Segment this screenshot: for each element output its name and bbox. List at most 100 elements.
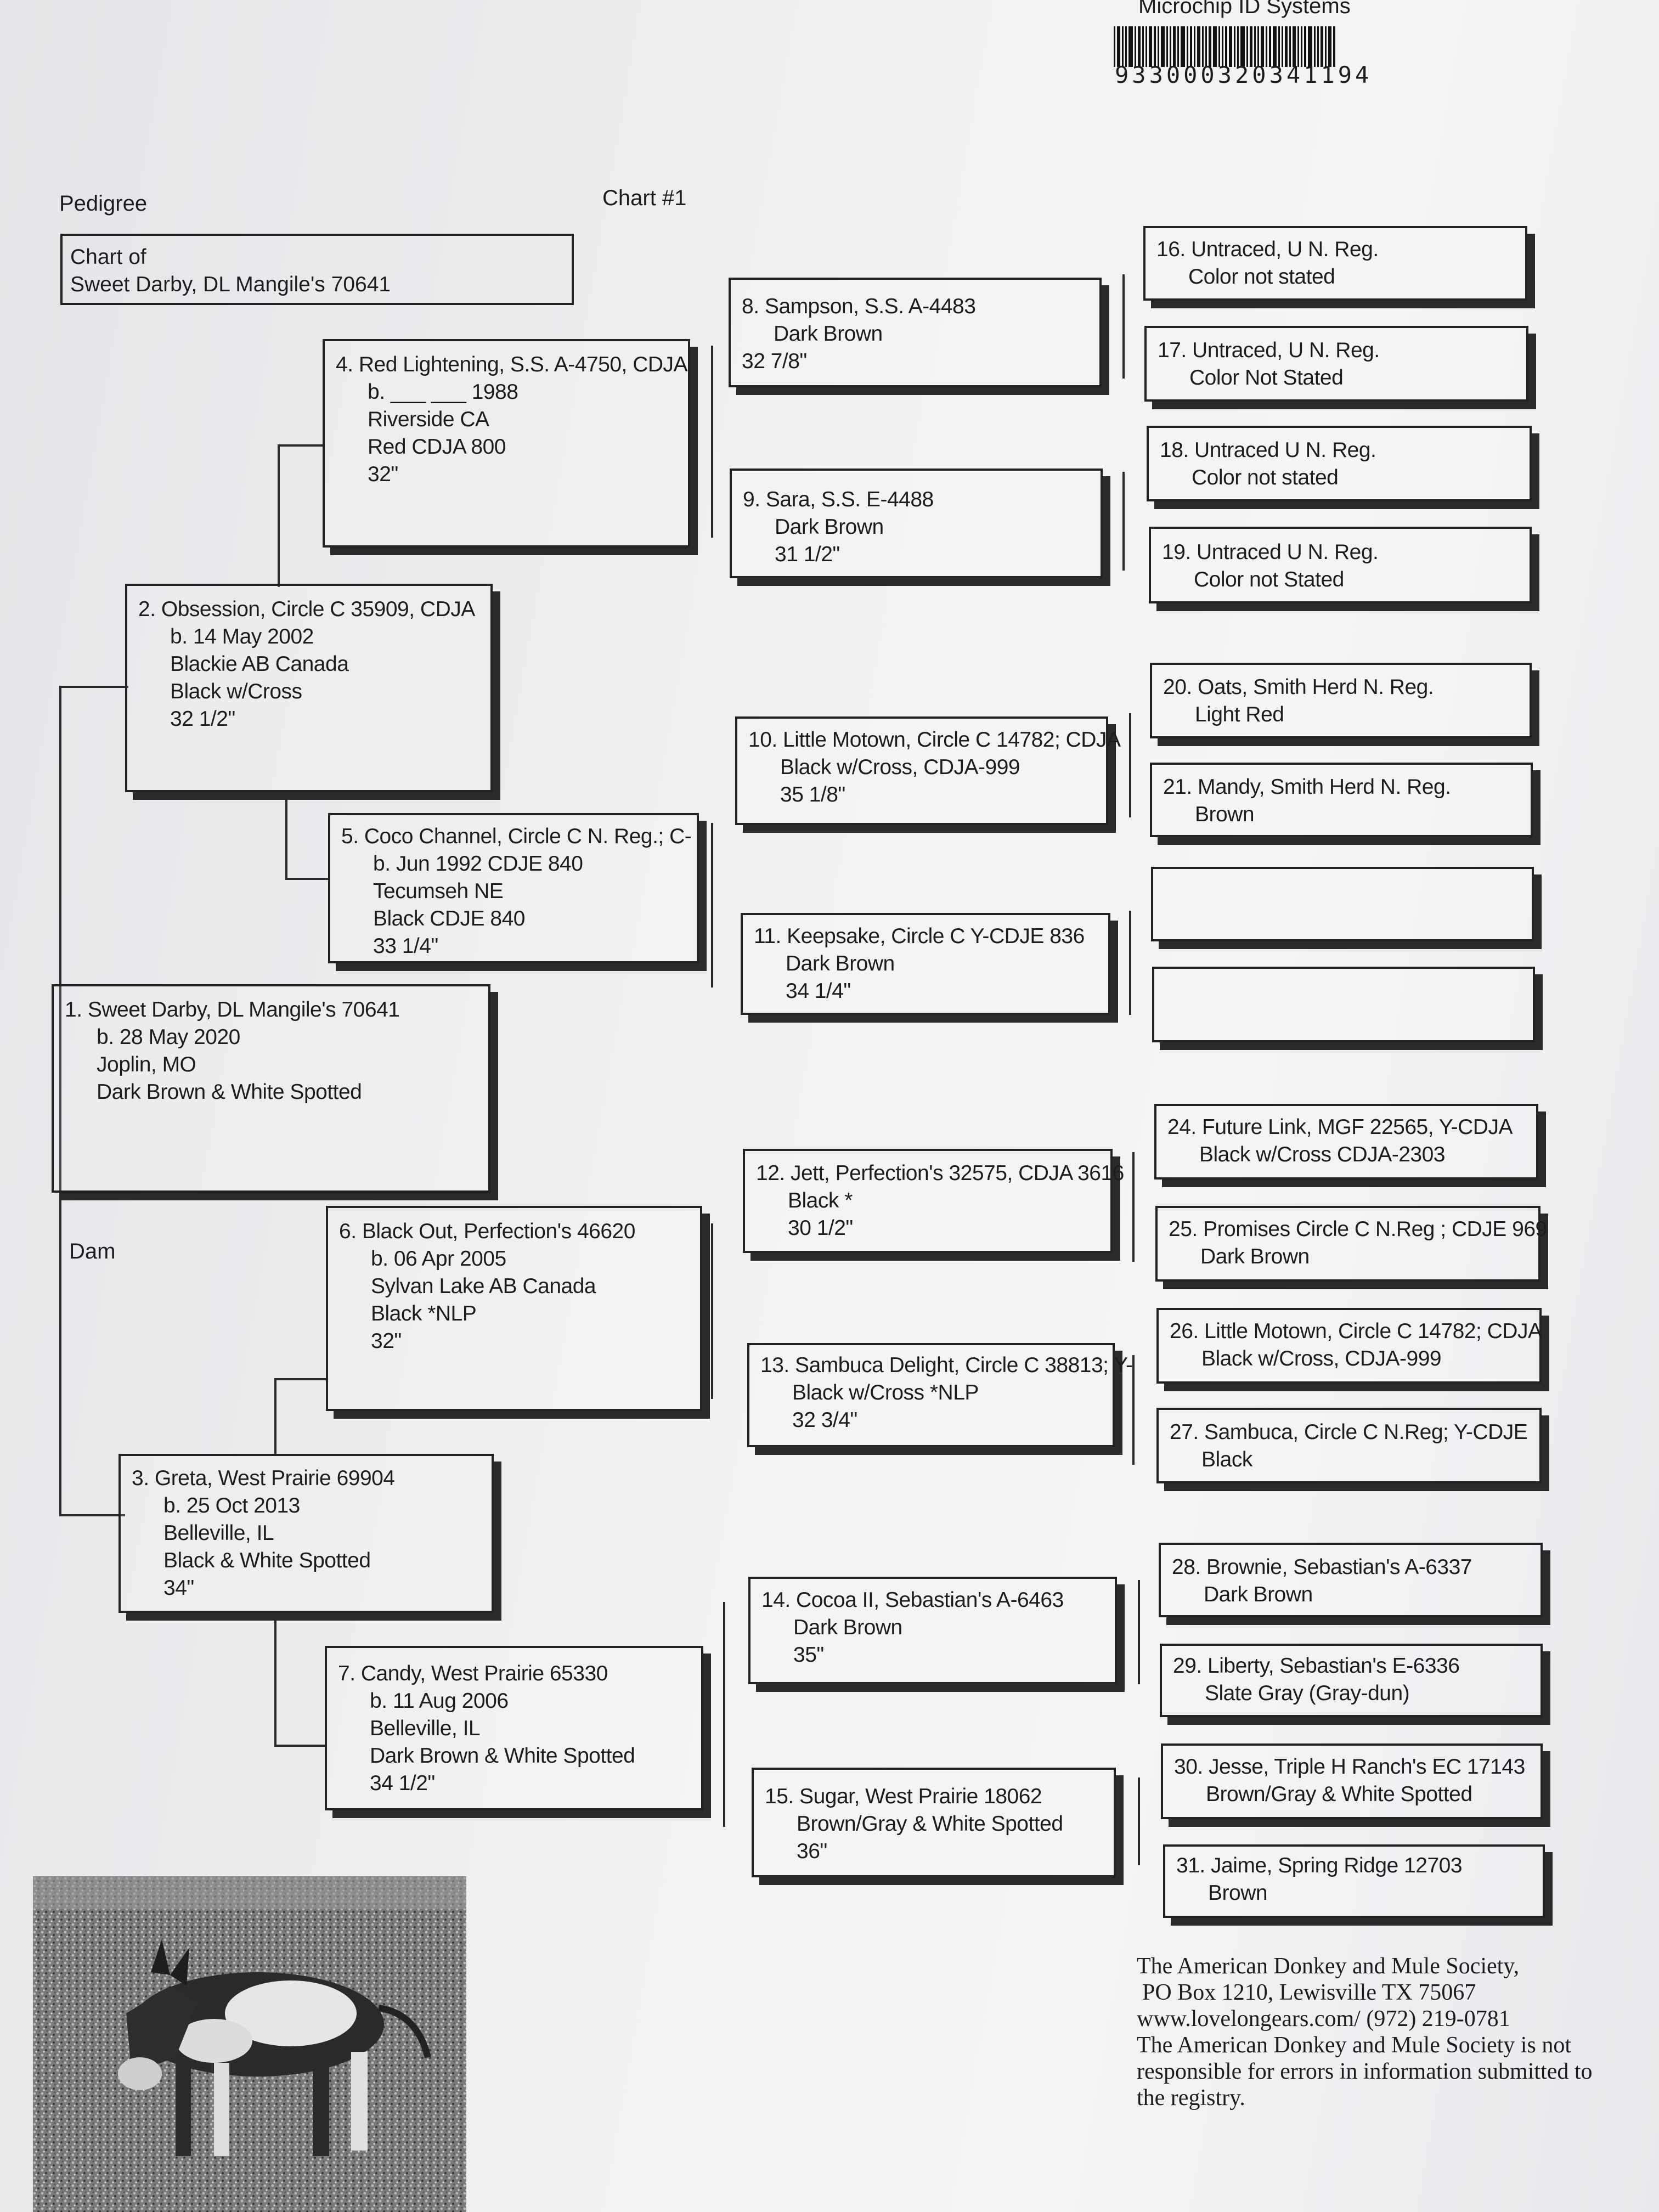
animal-name: 3. Greta, West Prairie 69904	[132, 1466, 395, 1490]
barcode-number: 933000320341194	[1115, 61, 1373, 88]
animal-5-box: 5. Coco Channel, Circle C N. Reg.; C- b.…	[328, 813, 699, 963]
animal-color: Light Red	[1195, 703, 1284, 726]
barcode-bar	[1273, 26, 1277, 67]
footer-line: The American Donkey and Mule Society,	[1137, 1954, 1520, 1979]
barcode-bar	[1149, 26, 1152, 67]
connector-line	[274, 1745, 327, 1747]
animal-12-box: 12. Jett, Perfection's 32575, CDJA 3616 …	[743, 1149, 1124, 1253]
animal-height: 30 1/2"	[788, 1216, 853, 1240]
animal-color: Black w/Cross *NLP	[792, 1381, 979, 1404]
animal-name: 18. Untraced U N. Reg.	[1160, 438, 1376, 462]
animal-18-box: 18. Untraced U N. Reg. Color not stated	[1147, 426, 1532, 501]
animal-27-box: 27. Sambuca, Circle C N.Reg; Y-CDJE Blac…	[1156, 1408, 1542, 1483]
animal-30-box: 30. Jesse, Triple H Ranch's EC 17143 Bro…	[1161, 1743, 1543, 1819]
barcode-bar	[1161, 26, 1165, 67]
barcode-bar	[1173, 26, 1176, 67]
barcode-bar	[1325, 26, 1327, 67]
animal-24-box: 24. Future Link, MGF 22565, Y-CDJA Black…	[1154, 1104, 1538, 1180]
animal-25-box: 25. Promises Circle C N.Reg ; CDJE 969 D…	[1155, 1206, 1547, 1282]
animal-8-box: 8. Sampson, S.S. A-4483 Dark Brown 32 7/…	[729, 278, 1102, 387]
footer-line: the registry.	[1137, 2085, 1245, 2111]
barcode-bar	[1333, 26, 1335, 67]
animal-color: Dark Brown	[775, 515, 884, 539]
animal-7-box: 7. Candy, West Prairie 65330 b. 11 Aug 2…	[325, 1646, 703, 1810]
barcode-bar	[1250, 26, 1252, 67]
animal-color: Black w/Cross CDJA-2303	[1199, 1143, 1445, 1166]
barcode-bar	[1197, 26, 1200, 67]
donkey-photo	[33, 1876, 466, 2212]
barcode-bar	[1328, 26, 1331, 67]
animal-height: 35"	[793, 1643, 824, 1667]
connector-line	[278, 444, 324, 447]
connector-line	[1132, 1355, 1135, 1465]
animal-6-box: 6. Black Out, Perfection's 46620 b. 06 A…	[326, 1206, 702, 1411]
barcode-bar	[1257, 26, 1259, 67]
barcode-bar	[1321, 26, 1323, 67]
animal-name: 17. Untraced, U N. Reg.	[1158, 338, 1380, 362]
barcode-bar	[1135, 26, 1136, 67]
connector-line	[1132, 1152, 1135, 1262]
animal-26-box: 26. Little Motown, Circle C 14782; CDJA …	[1156, 1308, 1542, 1384]
animal-name: 21. Mandy, Smith Herd N. Reg.	[1163, 775, 1451, 799]
animal-color: Color not stated	[1192, 466, 1339, 489]
barcode-bar	[1194, 26, 1195, 67]
barcode-bar	[1128, 26, 1133, 67]
barcode-bar	[1304, 26, 1306, 67]
animal-23-box-empty	[1152, 967, 1535, 1042]
animal-height: 34 1/2"	[370, 1771, 435, 1795]
animal-color: Dark Brown	[1204, 1583, 1313, 1606]
animal-color: Dark Brown	[774, 322, 883, 346]
animal-name: 16. Untraced, U N. Reg.	[1156, 238, 1379, 261]
barcode-bar	[1282, 26, 1283, 67]
barcode-bar	[1278, 26, 1280, 67]
animal-color: Slate Gray (Gray-dun)	[1205, 1681, 1410, 1705]
animal-name: 13. Sambuca Delight, Circle C 38813; Y-	[760, 1353, 1133, 1377]
barcode-bar	[1289, 26, 1291, 67]
animal-height: 34 1/4"	[786, 979, 851, 1003]
animal-name: 28. Brownie, Sebastian's A-6337	[1172, 1555, 1472, 1579]
barcode-bar	[1202, 26, 1204, 67]
animal-color: Brown	[1195, 803, 1255, 826]
society-footer: The American Donkey and Mule Society, PO…	[1137, 1953, 1593, 2111]
animal-name: 26. Little Motown, Circle C 14782; CDJA	[1170, 1319, 1542, 1343]
animal-name: 31. Jaime, Spring Ridge 12703	[1176, 1854, 1463, 1877]
animal-22-box-empty	[1151, 867, 1534, 941]
chart-number-label: Chart #1	[602, 186, 687, 210]
animal-9-box: 9. Sara, S.S. E-4488 Dark Brown 31 1/2"	[730, 469, 1103, 578]
animal-name: 29. Liberty, Sebastian's E-6336	[1173, 1654, 1460, 1678]
connector-line	[274, 1618, 276, 1745]
animal-name: 11. Keepsake, Circle C Y-CDJE 836	[754, 924, 1085, 948]
connector-line	[278, 444, 280, 587]
barcode-bar	[1181, 26, 1185, 67]
animal-31-box: 31. Jaime, Spring Ridge 12703 Brown	[1163, 1844, 1545, 1918]
barcode-bar	[1297, 26, 1299, 67]
barcode-bar	[1218, 26, 1220, 67]
barcode-bar	[1213, 26, 1217, 67]
animal-color: Black *NLP	[371, 1302, 477, 1325]
chart-of-name: Sweet Darby, DL Mangile's 70641	[70, 273, 391, 296]
connector-line	[1138, 1580, 1140, 1684]
animal-29-box: 29. Liberty, Sebastian's E-6336 Slate Gr…	[1160, 1644, 1543, 1717]
connector-line	[711, 346, 713, 538]
barcode-bar	[1269, 26, 1271, 67]
animal-birth: b. 28 May 2020	[97, 1025, 240, 1049]
animal-name: 8. Sampson, S.S. A-4483	[742, 295, 976, 318]
barcode-title: Microchip ID Systems	[1138, 0, 1351, 18]
chart-of-label: Chart of	[70, 245, 146, 269]
animal-birth: b. Jun 1992 CDJE 840	[373, 852, 583, 876]
barcode-bar	[1261, 26, 1264, 67]
barcode-bar	[1285, 26, 1288, 67]
footer-line: PO Box 1210, Lewisville TX 75067	[1142, 1980, 1476, 2005]
barcode-bar	[1190, 26, 1192, 67]
animal-color: Color Not Stated	[1189, 366, 1344, 390]
barcode-bar	[1317, 26, 1319, 67]
animal-name: 10. Little Motown, Circle C 14782; CDJA	[748, 728, 1121, 752]
barcode	[1114, 26, 1393, 67]
connector-line	[711, 1223, 713, 1399]
animal-color: Dark Brown	[1200, 1245, 1310, 1268]
animal-height: 32"	[368, 462, 398, 486]
footer-line: www.lovelongears.com/ (972) 219-0781	[1137, 2006, 1510, 2032]
connector-line	[711, 823, 713, 988]
barcode-bar	[1117, 26, 1120, 67]
